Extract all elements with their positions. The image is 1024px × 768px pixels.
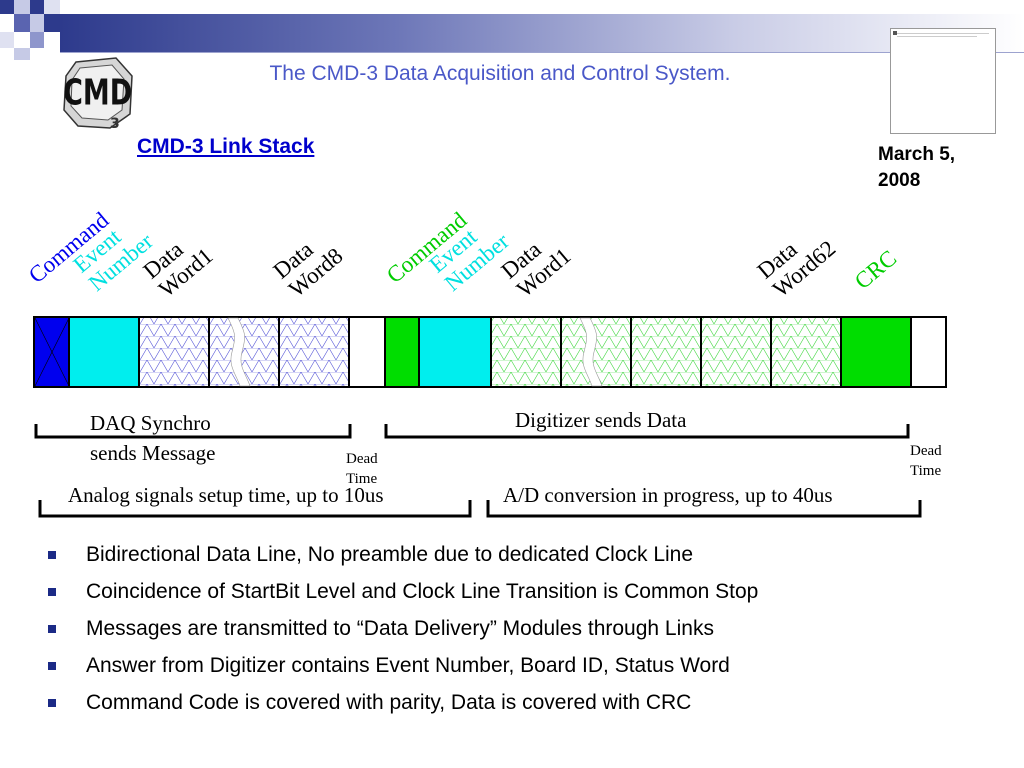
cell-data-4: [702, 318, 770, 386]
list-item: Bidirectional Data Line, No preamble due…: [44, 536, 1004, 573]
label-data-word1-1: Data Word1: [138, 236, 218, 302]
cell-data-word1-2: [492, 318, 560, 386]
link-stack-diagram: [33, 316, 947, 518]
cell-dead-1: [350, 318, 384, 386]
label-data-word8: Data Word8: [268, 236, 348, 302]
list-item: Answer from Digitizer contains Event Num…: [44, 647, 1004, 684]
cell-data-word1-1: [140, 318, 208, 386]
digitizer-label: Digitizer sends Data: [515, 408, 687, 432]
cell-data-word8: [280, 318, 348, 386]
brace-digitizer: [384, 424, 910, 439]
dead-time-label-1: Dead Time: [346, 451, 378, 487]
title-gradient-bar: [60, 14, 1024, 52]
slide-thumbnail: [890, 28, 996, 134]
label-crc: CRC: [849, 245, 902, 294]
cell-event-number-2: [420, 318, 490, 386]
cell-dead-2: [912, 318, 944, 386]
bullet-icon: [48, 588, 56, 596]
cell-data-3: [632, 318, 700, 386]
svg-text:3: 3: [110, 116, 120, 132]
brace-daq: [34, 424, 352, 439]
bullet-icon: [48, 625, 56, 633]
label-data-word62: Data Word62: [752, 235, 841, 302]
bullet-list: Bidirectional Data Line, No preamble due…: [44, 536, 1004, 721]
cell-command-2: [386, 318, 418, 386]
bullet-icon: [48, 662, 56, 670]
date-label: March 5, 2008: [878, 144, 956, 191]
cell-data-word62: [772, 318, 840, 386]
bullet-icon: [48, 551, 56, 559]
label-data-word1-2: Data Word1: [496, 236, 576, 302]
analog-label: Analog signals setup time, up to 10us: [68, 483, 384, 507]
cell-event-number-1: [70, 318, 138, 386]
list-item: Messages are transmitted to “Data Delive…: [44, 610, 1004, 647]
bullet-icon: [48, 699, 56, 707]
ad-label: A/D conversion in progress, up to 40us: [503, 483, 833, 507]
list-item: Coincidence of StartBit Level and Clock …: [44, 573, 1004, 610]
brace-analog: [38, 500, 472, 518]
page-title: The CMD-3 Data Acquisition and Control S…: [269, 62, 731, 85]
cmd3-logo: CMD 3: [63, 57, 133, 132]
brace-ad: [486, 500, 922, 518]
list-item: Command Code is covered with parity, Dat…: [44, 684, 1004, 721]
svg-text:CMD: CMD: [63, 70, 132, 113]
header-divider: [60, 52, 1024, 53]
dead-time-label-2: Dead Time: [910, 443, 942, 479]
cell-crc: [842, 318, 910, 386]
section-title[interactable]: CMD-3 Link Stack: [137, 135, 315, 158]
daq-label: DAQ Synchro sends Message: [90, 411, 216, 465]
